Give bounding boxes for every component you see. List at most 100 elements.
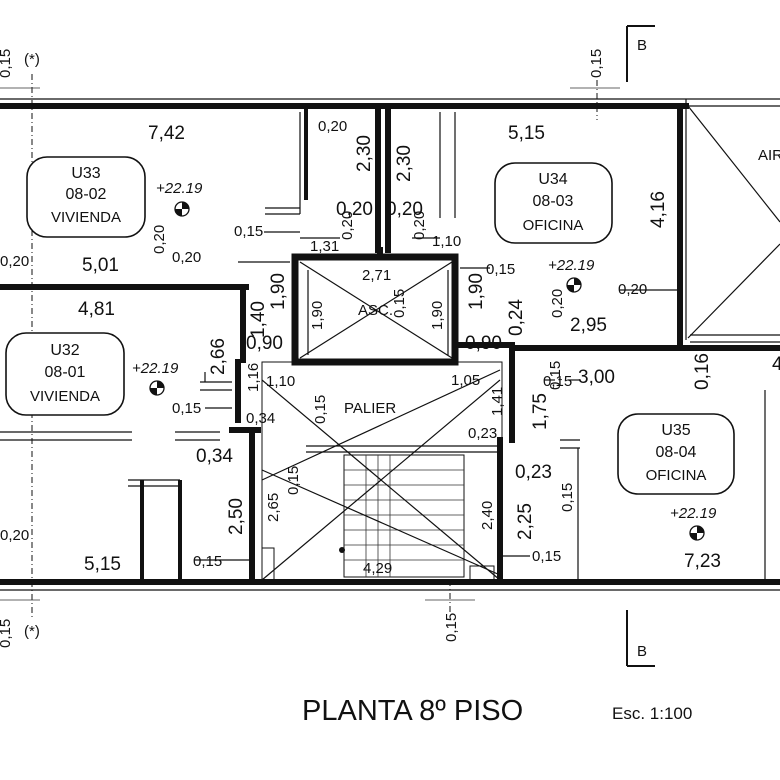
- dim-015f: 0,15: [543, 373, 572, 390]
- interior-walls: [0, 99, 780, 583]
- dim-110a: 1,10: [432, 233, 461, 250]
- dim-265: 2,65: [265, 493, 282, 522]
- dim-015g: 0,15: [0, 49, 14, 78]
- section-marker-top: B: [626, 25, 655, 82]
- dim-501: 5,01: [82, 255, 119, 276]
- dim-015k: 0,15: [391, 289, 408, 318]
- unit-u35: U35 08-04 OFICINA: [617, 413, 735, 495]
- unit-u35-use: OFICINA: [646, 467, 707, 484]
- dim-020c: 0,20: [386, 199, 423, 220]
- dim-015d: 0,15: [193, 553, 222, 570]
- dim-105: 1,05: [451, 372, 480, 389]
- section-marker-bottom-label: B: [637, 643, 647, 660]
- level-marker-icon: [689, 525, 705, 541]
- dim-230b: 2,30: [394, 145, 415, 182]
- dim-015c: 0,15: [172, 400, 201, 417]
- dim-020j: 0,20: [411, 211, 428, 240]
- dim-015o: 0,15: [547, 361, 564, 390]
- dim-020k: 0,20: [549, 289, 566, 318]
- dim-034a: 0,34: [196, 446, 233, 467]
- unit-u32-code: U32: [50, 342, 79, 359]
- dim-141: 1,41: [489, 387, 506, 416]
- dim-515-bottom: 5,15: [84, 554, 121, 575]
- dim-015h: 0,15: [588, 49, 605, 78]
- dim-016: 0,16: [692, 353, 713, 390]
- dim-024: 0,24: [506, 299, 527, 336]
- dim-116: 1,16: [245, 363, 262, 392]
- dim-131: 1,31: [310, 238, 339, 255]
- unit-u35-code: U35: [661, 422, 690, 439]
- section-marker-top-label: B: [637, 37, 647, 54]
- unit-u32-floor-unit: 08-01: [45, 364, 86, 381]
- stair: [261, 361, 503, 581]
- unit-u34: U34 08-03 OFICINA: [494, 162, 613, 244]
- level-u32: +22.19: [132, 360, 179, 396]
- dim-020f: 0,20: [0, 253, 29, 270]
- level-u34: +22.19: [548, 257, 595, 293]
- elevator-label: ASC.: [358, 302, 393, 319]
- dim-020e: 0,20: [618, 281, 647, 298]
- level-u33: +22.19: [156, 180, 203, 217]
- dim-481: 4,81: [78, 299, 115, 320]
- dim-230a: 2,30: [354, 135, 375, 172]
- dim-742: 7,42: [148, 123, 185, 144]
- dim-190c: 1,90: [309, 301, 326, 330]
- dim-429: 4,29: [363, 560, 392, 577]
- level-marker-icon: [174, 201, 190, 217]
- level-u35: +22.19: [670, 505, 717, 541]
- dim-020d: 0,20: [172, 249, 201, 266]
- dim-020h: 0,20: [151, 225, 168, 254]
- dim-295: 2,95: [570, 315, 607, 336]
- dim-300: 3,00: [578, 367, 615, 388]
- dim-020g: 0,20: [0, 527, 29, 544]
- dim-015l: 0,15: [312, 395, 329, 424]
- dim-015b: 0,15: [486, 261, 515, 278]
- dim-015n: 0,15: [559, 483, 576, 512]
- level-u34-text: +22.19: [548, 257, 595, 274]
- level-u32-text: +22.19: [132, 360, 179, 377]
- unit-u34-code: U34: [538, 171, 567, 188]
- unit-u34-use: OFICINA: [523, 217, 584, 234]
- dim-271: 2,71: [362, 267, 391, 284]
- unit-u32-use: VIVIENDA: [30, 388, 100, 405]
- dim-015a: 0,15: [234, 223, 263, 240]
- dim-015e: 0,15: [532, 548, 561, 565]
- landing-label: PALIER: [344, 400, 396, 417]
- unit-u35-floor-unit: 08-04: [656, 444, 697, 461]
- air-label: AIR: [758, 147, 780, 164]
- dim-023b: 0,23: [468, 425, 497, 442]
- note-top: (*): [24, 51, 40, 68]
- dim-266: 2,66: [208, 338, 229, 375]
- dim-175: 1,75: [530, 393, 551, 430]
- dim-015m: 0,15: [285, 466, 302, 495]
- outer-walls: [0, 98, 780, 591]
- dim-090b: 0,90: [465, 333, 502, 354]
- dim-190b: 1,90: [466, 273, 487, 310]
- note-bottom: (*): [24, 623, 40, 640]
- level-marker-icon: [149, 380, 165, 396]
- level-u33-text: +22.19: [156, 180, 203, 197]
- dim-020a: 0,20: [318, 118, 347, 135]
- unit-u32: U32 08-01 VIVIENDA: [5, 332, 125, 416]
- unit-u33-floor-unit: 08-02: [66, 186, 107, 203]
- level-u35-text: +22.19: [670, 505, 717, 522]
- dim-515-top: 5,15: [508, 123, 545, 144]
- elevator-shaft: [299, 261, 453, 359]
- dim-190a: 1,90: [268, 273, 289, 310]
- section-marker-bottom: B: [626, 610, 655, 667]
- dim-225: 2,25: [515, 503, 536, 540]
- unit-u34-floor-unit: 08-03: [533, 193, 574, 210]
- dim-110b: 1,10: [266, 373, 295, 390]
- dim-090a: 0,90: [246, 333, 283, 354]
- dim-240: 2,40: [479, 501, 496, 530]
- dim-250: 2,50: [226, 498, 247, 535]
- dim-416: 4,16: [648, 191, 669, 228]
- dim-723: 7,23: [684, 551, 721, 572]
- dim-190d: 1,90: [429, 301, 446, 330]
- dim-015i: 0,15: [0, 619, 14, 648]
- dim-140: 1,40: [248, 301, 269, 338]
- plan-title: PLANTA 8º PISO: [302, 695, 523, 727]
- unit-u33: U33 08-02 VIVIENDA: [26, 156, 146, 238]
- dim-020b: 0,20: [336, 199, 373, 220]
